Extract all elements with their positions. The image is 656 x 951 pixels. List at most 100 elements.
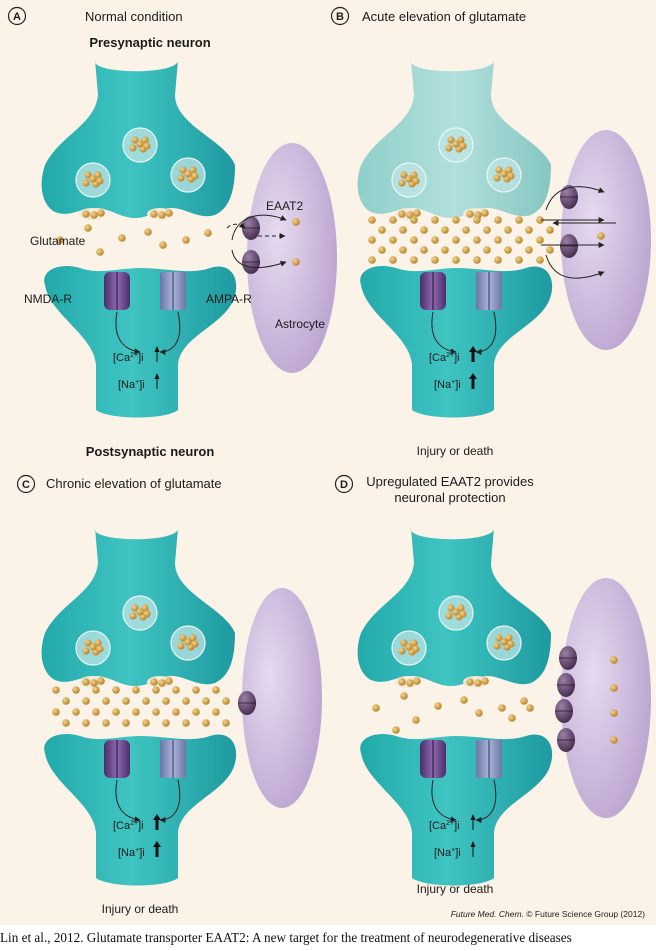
astrocyte <box>561 578 651 818</box>
glutamate-molecule <box>165 677 173 685</box>
panel-b-title: Acute elevation of glutamate <box>362 9 526 24</box>
panel-c-injury-label: Injury or death <box>102 902 179 916</box>
arrow-head <box>153 814 161 820</box>
postsynaptic-neuron <box>44 265 237 418</box>
glutamate-molecule <box>378 246 386 254</box>
glutamate-molecule <box>610 656 618 664</box>
panel-b-letter: B <box>336 11 344 23</box>
glutamate-molecule <box>462 226 470 234</box>
glutamate-molecule <box>431 236 439 244</box>
glutamate-molecule <box>89 643 97 651</box>
glutamate-molecule <box>378 226 386 234</box>
glutamate-molecule <box>143 610 151 618</box>
glutamate-molecule <box>536 256 544 264</box>
glutamate-molecule <box>507 640 515 648</box>
glutamate-molecule <box>434 702 442 710</box>
glutamate-molecule <box>222 719 230 727</box>
nmda-receptor-label: NMDA-R <box>24 292 72 306</box>
panel-c-header: C Chronic elevation of glutamate <box>16 474 222 494</box>
glutamate-molecule <box>483 246 491 254</box>
arrow-head <box>470 814 476 820</box>
glutamate-molecule <box>515 236 523 244</box>
glutamate-molecule <box>368 216 376 224</box>
glutamate-molecule <box>82 647 90 655</box>
panel-d-letter-circle <box>334 474 354 494</box>
glutamate-molecule <box>204 229 212 237</box>
arrow-head <box>154 373 160 379</box>
glutamate-molecule <box>222 697 230 705</box>
glutamate-molecule <box>96 645 104 653</box>
glutamate-molecule <box>406 679 414 687</box>
panel-a-title: Normal condition <box>85 9 183 24</box>
glutamate-molecule <box>97 209 105 217</box>
glutamate-molecule <box>165 209 173 217</box>
glutamate-molecule <box>508 714 516 722</box>
glutamate-molecule <box>536 236 544 244</box>
glutamate-uptake-arrow <box>231 214 287 241</box>
calcium-level-label: [Ca2+]i <box>429 352 460 364</box>
glutamate-molecule <box>179 634 187 642</box>
glutamate-molecule <box>525 226 533 234</box>
glutamate-molecule <box>610 709 618 717</box>
glutamate-molecule <box>525 246 533 254</box>
glutamate-molecule <box>84 171 92 179</box>
glutamate-molecule <box>158 211 166 219</box>
glutamate-molecule <box>158 679 166 687</box>
glutamate-molecule <box>144 228 152 236</box>
glutamate-molecule <box>410 256 418 264</box>
glutamate-molecule <box>459 142 467 150</box>
astrocyte <box>247 143 337 373</box>
glutamate-molecule <box>473 216 481 224</box>
glutamate-molecule <box>89 175 97 183</box>
eaat2-label: EAAT2 <box>266 199 303 213</box>
glutamate-molecule <box>493 174 501 182</box>
panel-c-letter-circle <box>16 474 36 494</box>
glutamate-molecule <box>457 136 465 144</box>
glutamate-molecule <box>162 719 170 727</box>
glutamate-molecule <box>505 634 513 642</box>
glutamate-uptake-arrow <box>231 249 287 269</box>
sodium-flow-arrow <box>475 311 497 355</box>
glutamate-molecule <box>136 608 144 616</box>
glutamate-molecule <box>82 179 90 187</box>
glutamate-molecule <box>90 679 98 687</box>
glutamate-molecule <box>84 224 92 232</box>
glutamate-molecule <box>131 604 139 612</box>
panel-a-letter-circle <box>7 6 27 26</box>
glutamate-molecule <box>447 136 455 144</box>
glutamate-molecule <box>474 679 482 687</box>
glutamate-molecule <box>457 604 465 612</box>
glutamate-molecule <box>441 226 449 234</box>
glutamate-molecule <box>495 166 503 174</box>
glutamate-molecule <box>412 645 420 653</box>
glutamate-molecule <box>212 686 220 694</box>
glutamate-molecule <box>82 210 90 218</box>
glutamate-molecule <box>189 634 197 642</box>
glutamate-molecule <box>466 678 474 686</box>
glutamate-molecule <box>398 647 406 655</box>
glutamate-molecule <box>462 246 470 254</box>
panel-b-injury-label: Injury or death <box>417 444 494 458</box>
glutamate-molecule <box>72 708 80 716</box>
glutamate-molecule <box>292 258 300 266</box>
glutamate-molecule <box>132 686 140 694</box>
glutamate-molecule <box>399 246 407 254</box>
panel-b-letter-circle <box>330 6 350 26</box>
glutamate-uptake-arrow <box>545 254 605 279</box>
glutamate-molecule <box>495 634 503 642</box>
glutamate-molecule <box>389 256 397 264</box>
glutamate-molecule <box>159 241 167 249</box>
glutamate-molecule <box>189 166 197 174</box>
glutamate-molecule <box>184 170 192 178</box>
glutamate-molecule <box>389 216 397 224</box>
glutamate-molecule <box>452 140 460 148</box>
panel-b-header: B Acute elevation of glutamate <box>330 6 526 26</box>
glutamate-molecule <box>466 210 474 218</box>
credit-journal: Future Med. Chem. <box>451 909 524 919</box>
glutamate-molecule <box>505 166 513 174</box>
glutamate-molecule <box>84 639 92 647</box>
glutamate-molecule <box>52 686 60 694</box>
credit-rest: © Future Science Group (2012) <box>524 909 645 919</box>
glutamate-molecule <box>52 708 60 716</box>
presynaptic-neuron-label: Presynaptic neuron <box>89 35 210 50</box>
